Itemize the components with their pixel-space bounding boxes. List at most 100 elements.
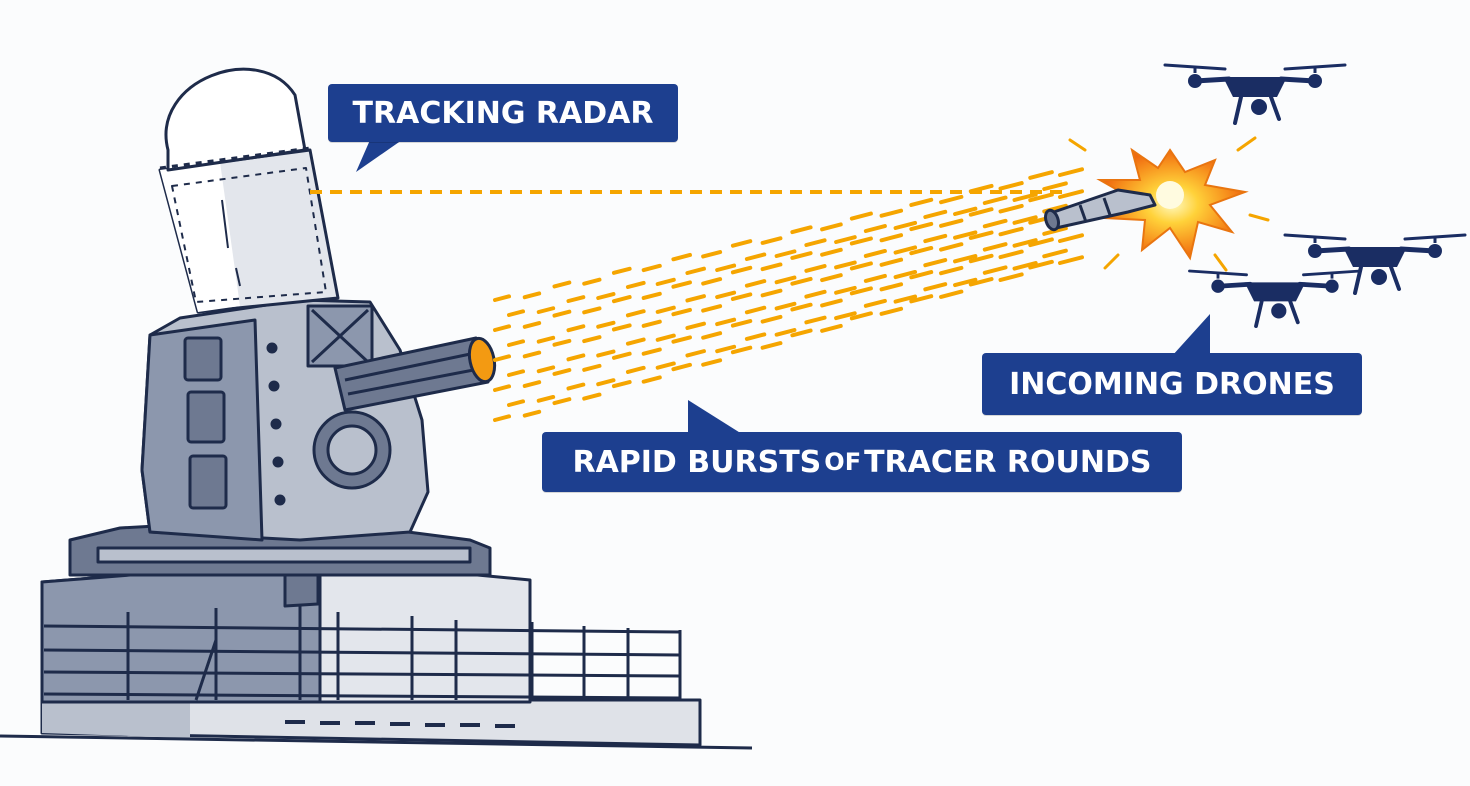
tracer-round <box>879 233 904 243</box>
tracer-round <box>998 249 1024 260</box>
tracer-round <box>774 328 797 337</box>
tracer-round <box>820 247 843 257</box>
tracer-round <box>804 238 827 247</box>
tracer-round <box>982 265 1008 275</box>
tracer-round <box>1028 170 1054 180</box>
quadcopter-drone-icon <box>1188 269 1362 329</box>
tracer-round <box>493 384 511 392</box>
mount-base-block <box>40 558 532 704</box>
tracking-radar-dome <box>158 67 340 314</box>
tracer-round <box>715 317 737 327</box>
tracer-round <box>968 253 994 264</box>
tracer-round <box>760 314 783 324</box>
tracer-round <box>641 263 662 273</box>
explosion-icon <box>1068 136 1270 272</box>
tracer-round <box>493 354 511 362</box>
tracer-round <box>582 277 602 286</box>
tracer-round <box>834 235 857 244</box>
tracer-round <box>879 306 904 316</box>
tracer-round <box>625 309 646 318</box>
incoming-drones-label-text: INCOMING DRONES <box>1009 366 1335 402</box>
tracer-round <box>849 261 873 271</box>
incoming-drones <box>1163 63 1467 329</box>
tracer-round <box>909 197 934 207</box>
tracer-round <box>1058 233 1084 243</box>
tracer-round <box>582 306 602 315</box>
tracer-round <box>834 260 857 270</box>
tracer-round <box>493 294 511 302</box>
tracer-round <box>552 368 572 376</box>
tracer-round <box>790 276 813 286</box>
tracer-round <box>863 298 887 308</box>
tracer-round <box>909 270 934 280</box>
tracer-round <box>685 294 706 303</box>
tracer-round <box>953 277 978 288</box>
tracer-round <box>849 311 873 321</box>
tracer-round <box>744 279 767 288</box>
tracer-round <box>923 282 948 292</box>
tracer-round <box>790 251 813 260</box>
gatling-barrel <box>333 336 497 412</box>
gun-mount-housing <box>140 298 430 542</box>
tracer-round <box>849 211 873 221</box>
tracer-round <box>939 218 964 228</box>
tracer-round <box>968 230 994 240</box>
tracer-round <box>968 207 994 217</box>
tracer-round <box>998 272 1024 282</box>
tracer-round <box>879 282 904 292</box>
tracer-round <box>909 221 934 232</box>
tracer-round <box>774 275 797 285</box>
tracer-round <box>611 351 632 360</box>
tracking-radar-label-text: TRACKING RADAR <box>352 95 654 131</box>
tracer-round <box>982 242 1008 252</box>
tracer-round <box>522 350 542 359</box>
ship-deck <box>0 698 753 750</box>
tracer-round <box>552 338 572 347</box>
tracer-round <box>939 242 964 252</box>
tracer-round <box>522 321 542 329</box>
tracer-round <box>1012 238 1038 248</box>
tracer-round <box>641 375 662 384</box>
tracer-round <box>611 323 632 332</box>
tracer-rounds <box>493 167 1084 422</box>
tracer-round <box>552 397 572 406</box>
deck-railing <box>43 606 682 701</box>
tracer-round <box>625 365 646 374</box>
tracer-round <box>536 335 556 344</box>
tracer-round <box>536 306 556 314</box>
tracer-round <box>552 280 572 289</box>
tracer-round <box>1042 248 1068 259</box>
tracer-round <box>1042 181 1068 191</box>
tracer-round <box>804 264 827 273</box>
tracer-round <box>1028 237 1054 248</box>
tracer-round <box>923 233 948 244</box>
tracer-round <box>715 290 737 300</box>
tracer-round <box>566 324 586 333</box>
tracer-round <box>893 220 918 230</box>
tracer-round <box>582 392 602 401</box>
tracer-round <box>566 295 586 303</box>
radar-callout-pointer <box>356 140 402 172</box>
tracer-round <box>566 382 586 391</box>
tracer-round <box>744 332 767 341</box>
tracer-round <box>685 349 706 358</box>
tracer-round <box>790 328 813 338</box>
tracer-round <box>893 294 918 304</box>
tracer-round <box>715 344 737 354</box>
tracer-round <box>893 245 918 255</box>
tracer-round <box>1028 259 1054 270</box>
tracer-round <box>730 345 753 355</box>
tracer-round <box>655 361 676 370</box>
tracer-round <box>625 280 646 289</box>
tracer-label-part1: RAPID BURSTS <box>572 444 822 480</box>
tracer-round <box>863 273 887 283</box>
tracer-round <box>849 236 873 246</box>
tracer-label-part2: TRACER ROUNDS <box>864 444 1152 480</box>
tracer-round <box>1012 192 1038 202</box>
tracer-round <box>641 291 662 300</box>
tracer-round <box>611 266 632 275</box>
tracer-round <box>596 349 616 358</box>
tracer-round <box>1012 215 1038 225</box>
tracer-round <box>804 289 827 299</box>
